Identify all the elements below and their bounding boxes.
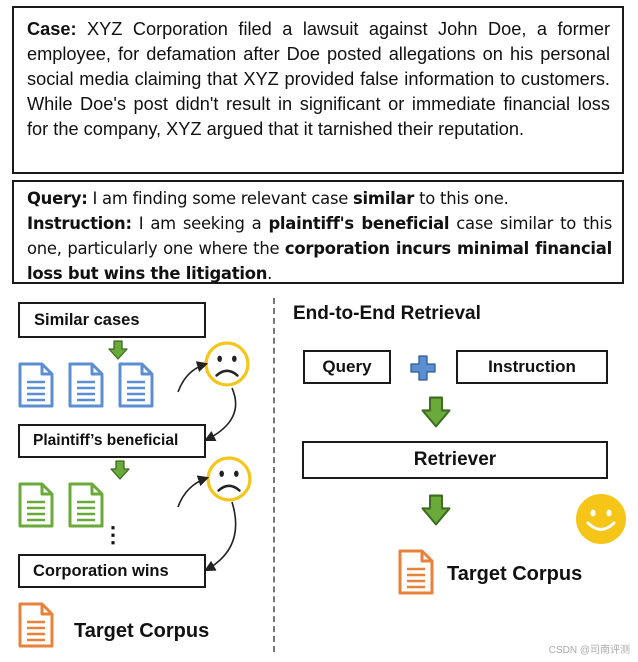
feedback-arrow	[177, 475, 210, 508]
query-box: Query	[303, 350, 391, 384]
case-description-box: Case: XYZ Corporation filed a lawsuit ag…	[12, 6, 624, 174]
feedback-arrow	[177, 361, 209, 393]
retriever-box: Retriever	[302, 441, 608, 479]
case-label: Case:	[27, 19, 77, 39]
query-label: Query:	[27, 189, 88, 208]
query-box-label: Query	[322, 357, 372, 376]
left-target-corpus-label: Target Corpus	[74, 620, 210, 642]
instruction-label: Instruction:	[27, 214, 132, 233]
similar-cases-box: Similar cases	[18, 302, 206, 338]
happy-face-icon	[576, 494, 626, 544]
document-icon	[68, 482, 104, 528]
instruction-emph-1: plaintiff's beneficial	[268, 214, 450, 233]
similar-cases-label: Similar cases	[34, 310, 140, 329]
query-instruction-box: Query: I am finding some relevant case s…	[12, 180, 624, 284]
query-text-2: to this one.	[414, 189, 509, 208]
document-icon	[18, 602, 54, 648]
document-icon	[118, 362, 154, 408]
down-arrow-icon	[108, 340, 128, 360]
instruction-box: Instruction	[456, 350, 608, 384]
query-line: Query: I am finding some relevant case s…	[27, 186, 612, 211]
instruction-line: Instruction: I am seeking a plaintiff's …	[27, 211, 612, 286]
feedback-arrow	[203, 387, 237, 442]
instruction-text-1: I am seeking a	[131, 214, 269, 233]
instruction-text-2: case similar to this one, particularly o…	[27, 214, 612, 258]
instruction-box-label: Instruction	[488, 357, 576, 376]
document-icon	[68, 362, 104, 408]
query-emph: similar	[353, 189, 415, 208]
query-text-1: I am finding some relevant case	[87, 189, 354, 208]
down-arrow-icon	[110, 460, 130, 480]
down-arrow-icon	[421, 494, 451, 526]
corporation-wins-box: Corporation wins	[18, 554, 206, 588]
document-icon	[18, 482, 54, 528]
panel-divider	[273, 298, 275, 652]
instruction-text-3: .	[267, 264, 273, 283]
sad-face-icon	[206, 456, 252, 502]
instruction-emph-2: corporation incurs minimal financial los…	[27, 239, 612, 283]
document-icon	[398, 549, 434, 595]
end-to-end-retrieval-title: End-to-End Retrieval	[293, 303, 481, 324]
plaintiff-beneficial-box: Plaintiff’s beneficial	[18, 424, 206, 458]
document-icon	[18, 362, 54, 408]
case-text: XYZ Corporation filed a lawsuit against …	[27, 19, 610, 139]
corporation-wins-label: Corporation wins	[33, 561, 169, 580]
retriever-label: Retriever	[413, 449, 497, 470]
down-arrow-icon	[421, 396, 451, 428]
right-target-corpus-label: Target Corpus	[447, 563, 583, 585]
watermark: CSDN @司南评测	[548, 645, 630, 656]
ellipsis-marker: ⋮	[102, 522, 124, 547]
plaintiff-beneficial-label: Plaintiff’s beneficial	[33, 432, 179, 449]
sad-face-icon	[204, 341, 250, 387]
plus-icon	[410, 355, 436, 381]
feedback-arrow	[204, 501, 237, 572]
